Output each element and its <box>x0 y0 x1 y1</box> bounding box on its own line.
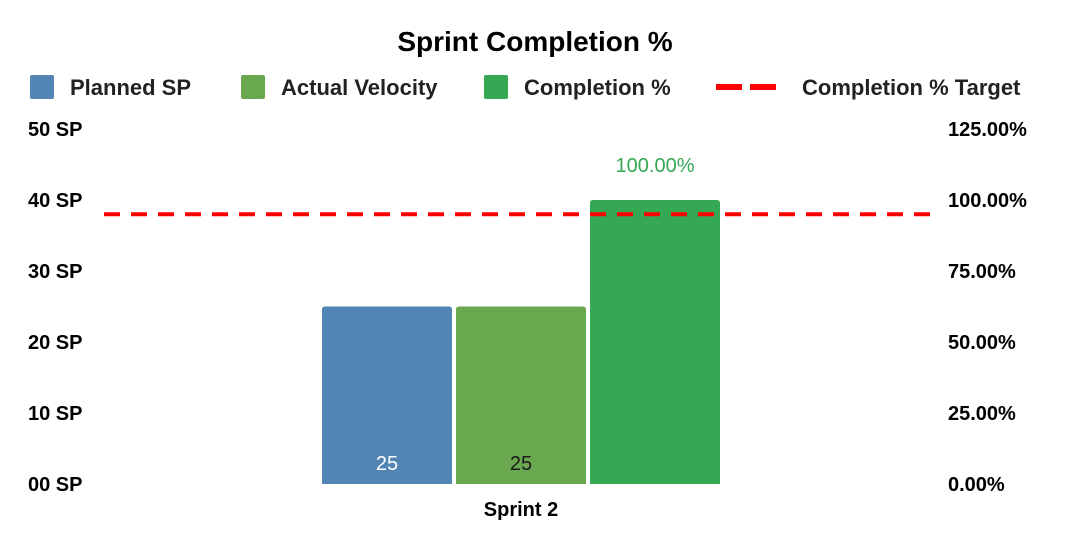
y-right-tick-label: 0.00% <box>948 474 1005 496</box>
legend-swatch <box>30 75 54 99</box>
y-axis-left: 00 SP 10 SP 20 SP 30 SP 40 SP 50 SP <box>28 119 82 496</box>
legend-item-completion: Completion % <box>484 75 671 100</box>
legend-item-planned-sp: Planned SP <box>30 75 191 100</box>
data-label-actual-velocity: 25 <box>510 453 532 475</box>
bar-completion <box>590 200 720 484</box>
y-left-tick-label: 40 SP <box>28 190 82 212</box>
legend-item-actual-velocity: Actual Velocity <box>241 75 438 100</box>
y-right-tick-label: 125.00% <box>948 119 1027 141</box>
legend-item-completion-target: Completion % Target <box>716 75 1021 100</box>
bars <box>322 200 720 484</box>
legend-label: Actual Velocity <box>281 75 438 100</box>
y-right-tick-label: 100.00% <box>948 190 1027 212</box>
y-axis-right: 0.00% 25.00% 50.00% 75.00% 100.00% 125.00% <box>948 119 1027 496</box>
data-label-completion: 100.00% <box>616 155 695 177</box>
y-left-tick-label: 50 SP <box>28 119 82 141</box>
legend-swatch <box>484 75 508 99</box>
x-axis: Sprint 2 <box>484 499 558 521</box>
y-left-tick-label: 10 SP <box>28 403 82 425</box>
legend-swatch <box>241 75 265 99</box>
y-right-tick-label: 50.00% <box>948 332 1016 354</box>
y-left-tick-label: 00 SP <box>28 474 82 496</box>
y-right-tick-label: 75.00% <box>948 261 1016 283</box>
y-right-tick-label: 25.00% <box>948 403 1016 425</box>
legend-label: Completion % Target <box>802 75 1021 100</box>
x-category-label: Sprint 2 <box>484 499 558 521</box>
chart-title: Sprint Completion % <box>397 26 672 57</box>
data-labels: 25 25 100.00% <box>376 155 695 475</box>
bar-planned-sp <box>322 306 452 484</box>
legend: Planned SP Actual Velocity Completion % Com… <box>30 75 1021 100</box>
bar-actual-velocity <box>456 306 586 484</box>
legend-label: Planned SP <box>70 75 191 100</box>
y-left-tick-label: 20 SP <box>28 332 82 354</box>
legend-label: Completion % <box>524 75 671 100</box>
y-left-tick-label: 30 SP <box>28 261 82 283</box>
data-label-planned-sp: 25 <box>376 453 398 475</box>
